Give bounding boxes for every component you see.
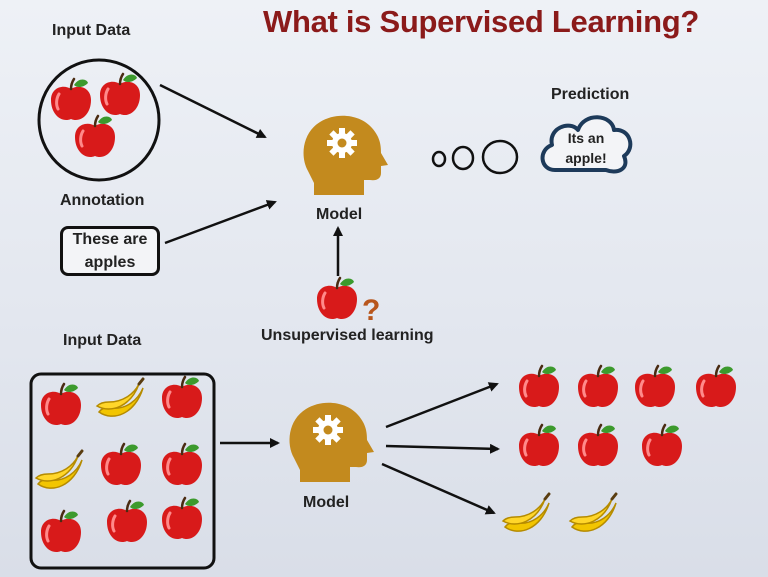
input-data-label: Input Data [63, 332, 142, 349]
apple-icon [105, 499, 149, 544]
prediction-label: Prediction [551, 86, 630, 103]
prediction-text: Its an apple! [560, 128, 612, 168]
annotation-label: Annotation [60, 192, 145, 209]
input-data-label: Input Data [52, 22, 131, 39]
apple-icon [39, 382, 83, 427]
apple-icon [576, 364, 620, 409]
apple-icon [633, 364, 677, 409]
prediction-text-line2: apple! [565, 150, 607, 166]
arrow-icon [381, 462, 496, 515]
apple-icon [160, 375, 204, 420]
banana-icon [568, 492, 618, 533]
banana-icon [95, 377, 145, 418]
input-data-box [29, 372, 216, 570]
unsupervised-learning-label: Unsupervised learning [261, 327, 434, 344]
annotation-text-line1: These are [72, 231, 148, 248]
arrow-icon [164, 200, 277, 245]
page-title: What is Supervised Learning? [263, 4, 700, 39]
apple-icon [517, 423, 561, 468]
question-mark: ? [362, 294, 380, 327]
model-label: Model [303, 494, 350, 511]
arrow-icon [385, 443, 500, 454]
apple-icon [640, 423, 684, 468]
input-data-circle [37, 58, 161, 182]
apple-icon [160, 442, 204, 487]
apple-icon [49, 77, 93, 122]
prediction-text-line1: Its an [567, 130, 605, 146]
thought-bubble-large [481, 139, 519, 175]
apple-icon [315, 276, 359, 321]
apple-icon [98, 72, 142, 117]
arrow-icon [159, 83, 267, 139]
apple-icon [576, 423, 620, 468]
model-label: Model [316, 206, 363, 223]
model-head-icon [289, 402, 374, 482]
apple-icon [160, 496, 204, 541]
annotation-text-line2: apples [84, 254, 136, 271]
arrow-icon [385, 382, 499, 429]
apple-icon [73, 114, 117, 159]
apple-icon [517, 364, 561, 409]
model-head-icon [303, 115, 388, 195]
thought-cloud-icon [540, 115, 633, 174]
banana-icon [34, 449, 84, 490]
apple-icon [39, 509, 83, 554]
apple-icon [694, 364, 738, 409]
thought-bubble-medium [451, 145, 475, 171]
annotation-box: These are apples [60, 226, 160, 276]
apple-icon [99, 442, 143, 487]
thought-bubble-small [431, 150, 447, 168]
banana-icon [501, 492, 551, 533]
